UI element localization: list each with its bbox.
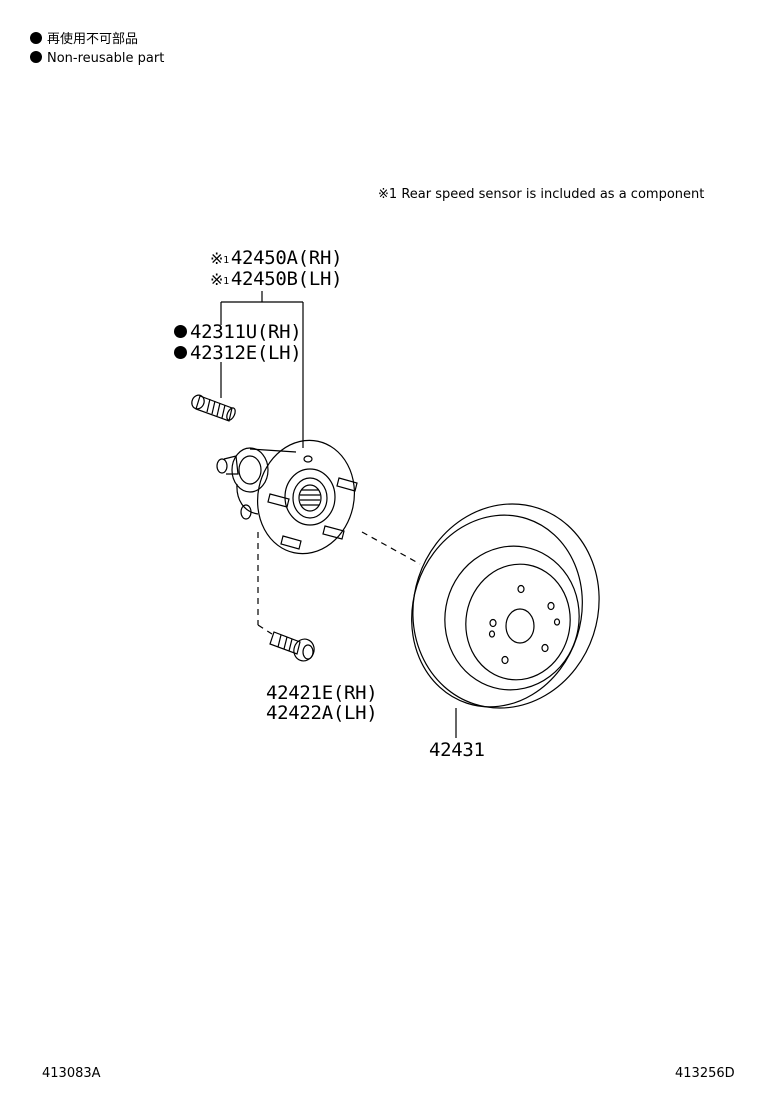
legend-item-jp: 再使用不可部品: [30, 32, 138, 48]
note-text: Rear speed sensor is included as a compo…: [401, 187, 705, 202]
hub-bolt-part-number-rh: 42311U(RH): [174, 321, 302, 343]
illustration-code-right: 413256D: [675, 1066, 735, 1081]
hub-assembly-drawing: [216, 439, 358, 555]
disc-part-number: 42431: [429, 740, 485, 760]
note-number: 1: [388, 187, 398, 202]
hub-rh-label: 42450A(RH): [230, 247, 343, 269]
hub-bolt-part-number-lh: 42312E(LH): [174, 342, 302, 364]
legend-text-jp: 再使用不可部品: [47, 32, 139, 47]
hub-bolt-rh-label: 42311U(RH): [190, 321, 302, 343]
note-ref: 1: [223, 276, 229, 287]
leader-lines: [220, 291, 457, 738]
legend-item-en: Non-reusable part: [30, 51, 164, 67]
illustration-code-left: 413083A: [42, 1066, 101, 1081]
filled-circle-icon: [30, 51, 42, 63]
disc-number-label: 42431: [429, 739, 485, 761]
note-ref: 1: [223, 255, 229, 266]
note-mark: ※: [210, 270, 224, 289]
hub-bolt-lh-label: 42312E(LH): [190, 342, 302, 364]
note-mark: ※: [378, 187, 389, 202]
mount-bolt-part-number-lh: 42422A(LH): [266, 702, 378, 724]
hub-lh-label: 42450B(LH): [230, 268, 343, 290]
note-mark: ※: [210, 249, 224, 268]
assembly-dashed-lines: [257, 531, 421, 635]
mount-bolt-part-number-rh: 42421E(RH): [266, 682, 378, 704]
legend-text-en: Non-reusable part: [47, 51, 165, 66]
mount-bolt-lh-label: 42422A(LH): [266, 702, 378, 724]
brake-disc-drawing: [411, 503, 600, 709]
filled-circle-icon: [30, 32, 42, 44]
mount-bolt-drawing: [269, 631, 315, 662]
component-note: ※1 Rear speed sensor is included as a co…: [378, 187, 704, 202]
filled-circle-icon: [174, 325, 187, 338]
filled-circle-icon: [174, 346, 187, 359]
hub-bolt-drawing: [191, 394, 236, 422]
mount-bolt-rh-label: 42421E(RH): [266, 682, 378, 704]
